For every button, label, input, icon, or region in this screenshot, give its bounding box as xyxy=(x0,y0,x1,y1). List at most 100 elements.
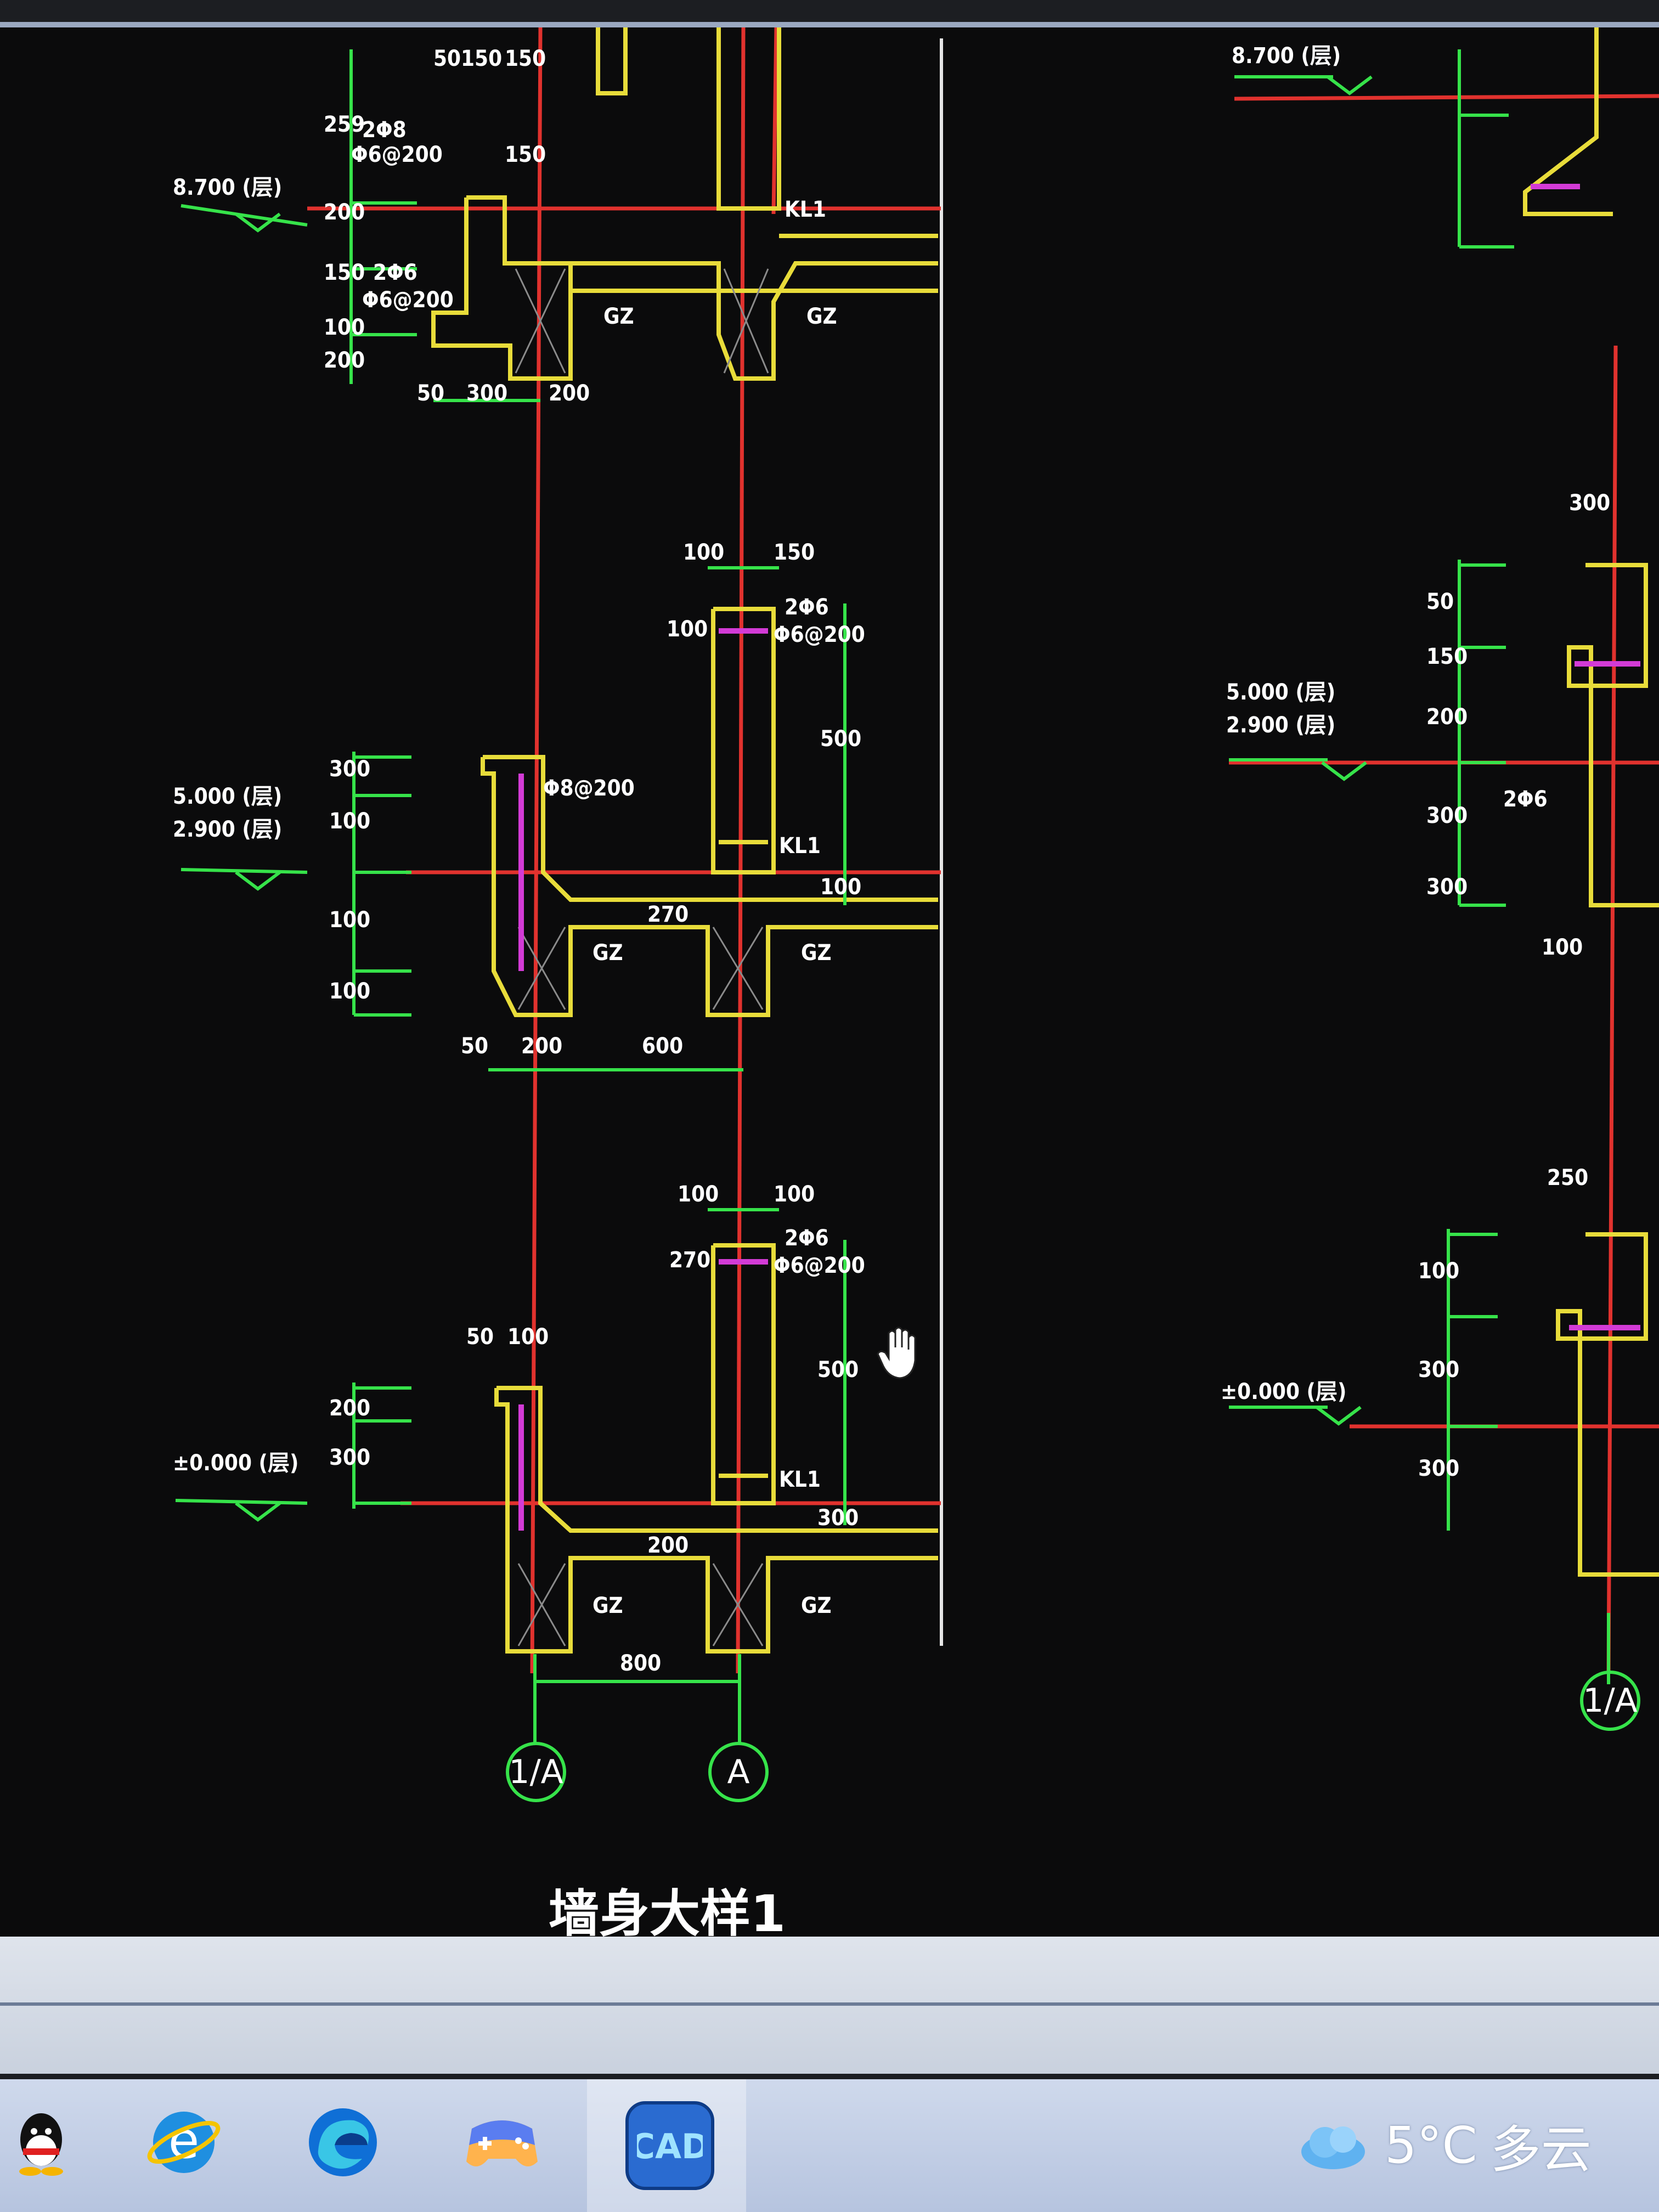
svg-text:50: 50 xyxy=(1426,589,1454,614)
svg-text:200: 200 xyxy=(1426,704,1468,730)
svg-text:259: 259 xyxy=(324,112,365,137)
beam-tags: KL1 GZ GZ KL1 GZ GZ KL1 GZ GZ xyxy=(592,197,837,1618)
svg-text:100: 100 xyxy=(324,315,365,340)
grid-axis-line xyxy=(1606,345,1618,1674)
drawing-title: 墙身大样1 xyxy=(549,1884,786,1942)
svg-text:KL1: KL1 xyxy=(779,1467,821,1492)
svg-text:150: 150 xyxy=(324,260,365,285)
weather-widget[interactable]: 5°C 多云 xyxy=(1295,2107,1592,2183)
svg-text:250: 250 xyxy=(1547,1165,1588,1190)
level-label: ±0.000 (层) xyxy=(1221,1379,1346,1404)
svg-text:50: 50 xyxy=(417,381,444,406)
svg-text:100: 100 xyxy=(329,809,370,834)
svg-text:200: 200 xyxy=(521,1034,562,1059)
svg-text:300: 300 xyxy=(1569,490,1610,516)
ie-icon[interactable]: e xyxy=(143,2101,225,2183)
axis-bubble-3: 1/A xyxy=(1580,1671,1640,1731)
grid-axis-line xyxy=(736,27,746,1674)
scrollbar-track[interactable] xyxy=(0,2002,1659,2006)
weather-condition: 多云 xyxy=(1490,2120,1592,2179)
svg-text:300: 300 xyxy=(1426,874,1468,900)
wall-section-bottom xyxy=(494,1243,938,1654)
svg-text:200: 200 xyxy=(324,348,365,373)
svg-text:270: 270 xyxy=(669,1248,710,1273)
svg-text:Φ6@200: Φ6@200 xyxy=(774,622,865,647)
svg-text:1/A: 1/A xyxy=(509,1753,563,1791)
svg-text:2Φ6: 2Φ6 xyxy=(785,595,829,620)
svg-text:CAD: CAD xyxy=(637,2126,703,2166)
horizontal-scrollbar[interactable] xyxy=(0,1937,1659,2074)
svg-text:100: 100 xyxy=(820,874,861,900)
svg-text:GZ: GZ xyxy=(603,304,634,329)
svg-text:100: 100 xyxy=(329,907,370,933)
game-icon[interactable] xyxy=(461,2101,543,2183)
svg-text:KL1: KL1 xyxy=(785,197,826,222)
floor-line xyxy=(1234,94,1659,101)
svg-text:150: 150 xyxy=(461,46,502,71)
svg-text:800: 800 xyxy=(620,1651,661,1676)
level-label: 5.000 (层) xyxy=(1226,680,1335,705)
rebar-notes: 2Φ8 Φ6@200 2Φ6 Φ6@200 2Φ6 Φ6@200 Φ8@200 … xyxy=(351,117,1548,1278)
svg-text:GZ: GZ xyxy=(801,940,832,966)
dimension-texts: 50 150 150 259 200 150 100 200 300 150 5… xyxy=(324,46,1610,1676)
cad-drawing-canvas[interactable]: 1/A A 1/A 8.700 (层) 5.000 (层) 2.900 (层) … xyxy=(0,22,1659,1942)
svg-text:300: 300 xyxy=(817,1505,859,1531)
svg-text:150: 150 xyxy=(774,540,815,565)
svg-text:300: 300 xyxy=(1426,803,1468,828)
svg-text:1/A: 1/A xyxy=(1583,1681,1637,1720)
svg-text:500: 500 xyxy=(817,1357,859,1383)
taskbar: e CAD 5°C 多云 xyxy=(0,2079,1659,2212)
svg-text:150: 150 xyxy=(505,46,546,71)
svg-text:2Φ6: 2Φ6 xyxy=(373,260,417,285)
svg-text:Φ6@200: Φ6@200 xyxy=(774,1253,865,1278)
level-label: 8.700 (层) xyxy=(1232,43,1341,69)
svg-text:100: 100 xyxy=(683,540,724,565)
svg-text:2Φ8: 2Φ8 xyxy=(362,117,407,143)
svg-text:50: 50 xyxy=(433,46,461,71)
svg-text:100: 100 xyxy=(329,979,370,1004)
svg-text:270: 270 xyxy=(647,902,689,927)
svg-text:KL1: KL1 xyxy=(779,833,821,859)
svg-text:Φ8@200: Φ8@200 xyxy=(543,776,635,801)
level-label: 2.900 (层) xyxy=(173,817,282,842)
svg-text:150: 150 xyxy=(505,142,546,167)
svg-text:GZ: GZ xyxy=(592,1593,623,1618)
svg-text:300: 300 xyxy=(1418,1357,1459,1383)
svg-text:50: 50 xyxy=(461,1034,488,1059)
dimension-lines xyxy=(175,49,1610,1745)
svg-text:150: 150 xyxy=(1426,644,1468,669)
level-label: 8.700 (层) xyxy=(173,175,282,200)
svg-text:300: 300 xyxy=(329,757,370,782)
axis-bubble-2: A xyxy=(708,1742,769,1802)
level-label: 2.900 (层) xyxy=(1226,713,1335,738)
level-label: ±0.000 (层) xyxy=(173,1451,298,1476)
weather-temp: 5°C xyxy=(1385,2115,1477,2175)
edge-icon[interactable] xyxy=(302,2101,384,2183)
svg-text:100: 100 xyxy=(507,1324,549,1350)
wall-section-right xyxy=(1523,27,1659,1577)
svg-text:200: 200 xyxy=(324,200,365,225)
svg-text:100: 100 xyxy=(774,1182,815,1207)
svg-text:500: 500 xyxy=(820,726,861,752)
svg-text:50: 50 xyxy=(466,1324,494,1350)
pan-hand-cursor xyxy=(877,1327,916,1379)
level-label: 5.000 (层) xyxy=(173,784,282,809)
wall-section-middle xyxy=(481,607,938,1017)
svg-text:2Φ6: 2Φ6 xyxy=(1503,787,1548,812)
cloud-icon xyxy=(1301,2126,1365,2169)
svg-text:200: 200 xyxy=(647,1533,689,1558)
svg-text:300: 300 xyxy=(329,1445,370,1470)
svg-text:100: 100 xyxy=(1542,935,1583,960)
qq-icon[interactable] xyxy=(0,2101,82,2183)
svg-text:100: 100 xyxy=(678,1182,719,1207)
grid-axis-line xyxy=(771,27,778,215)
svg-text:100: 100 xyxy=(1418,1259,1459,1284)
svg-text:GZ: GZ xyxy=(592,940,623,966)
svg-text:2Φ6: 2Φ6 xyxy=(785,1226,829,1251)
wall-section-drawing[interactable]: 1/A A 1/A 8.700 (层) 5.000 (层) 2.900 (层) … xyxy=(0,27,1659,1942)
cad-icon[interactable]: CAD xyxy=(625,2101,714,2190)
svg-text:100: 100 xyxy=(667,617,708,642)
svg-text:Φ6@200: Φ6@200 xyxy=(351,142,443,167)
svg-text:GZ: GZ xyxy=(806,304,837,329)
svg-text:GZ: GZ xyxy=(801,1593,832,1618)
